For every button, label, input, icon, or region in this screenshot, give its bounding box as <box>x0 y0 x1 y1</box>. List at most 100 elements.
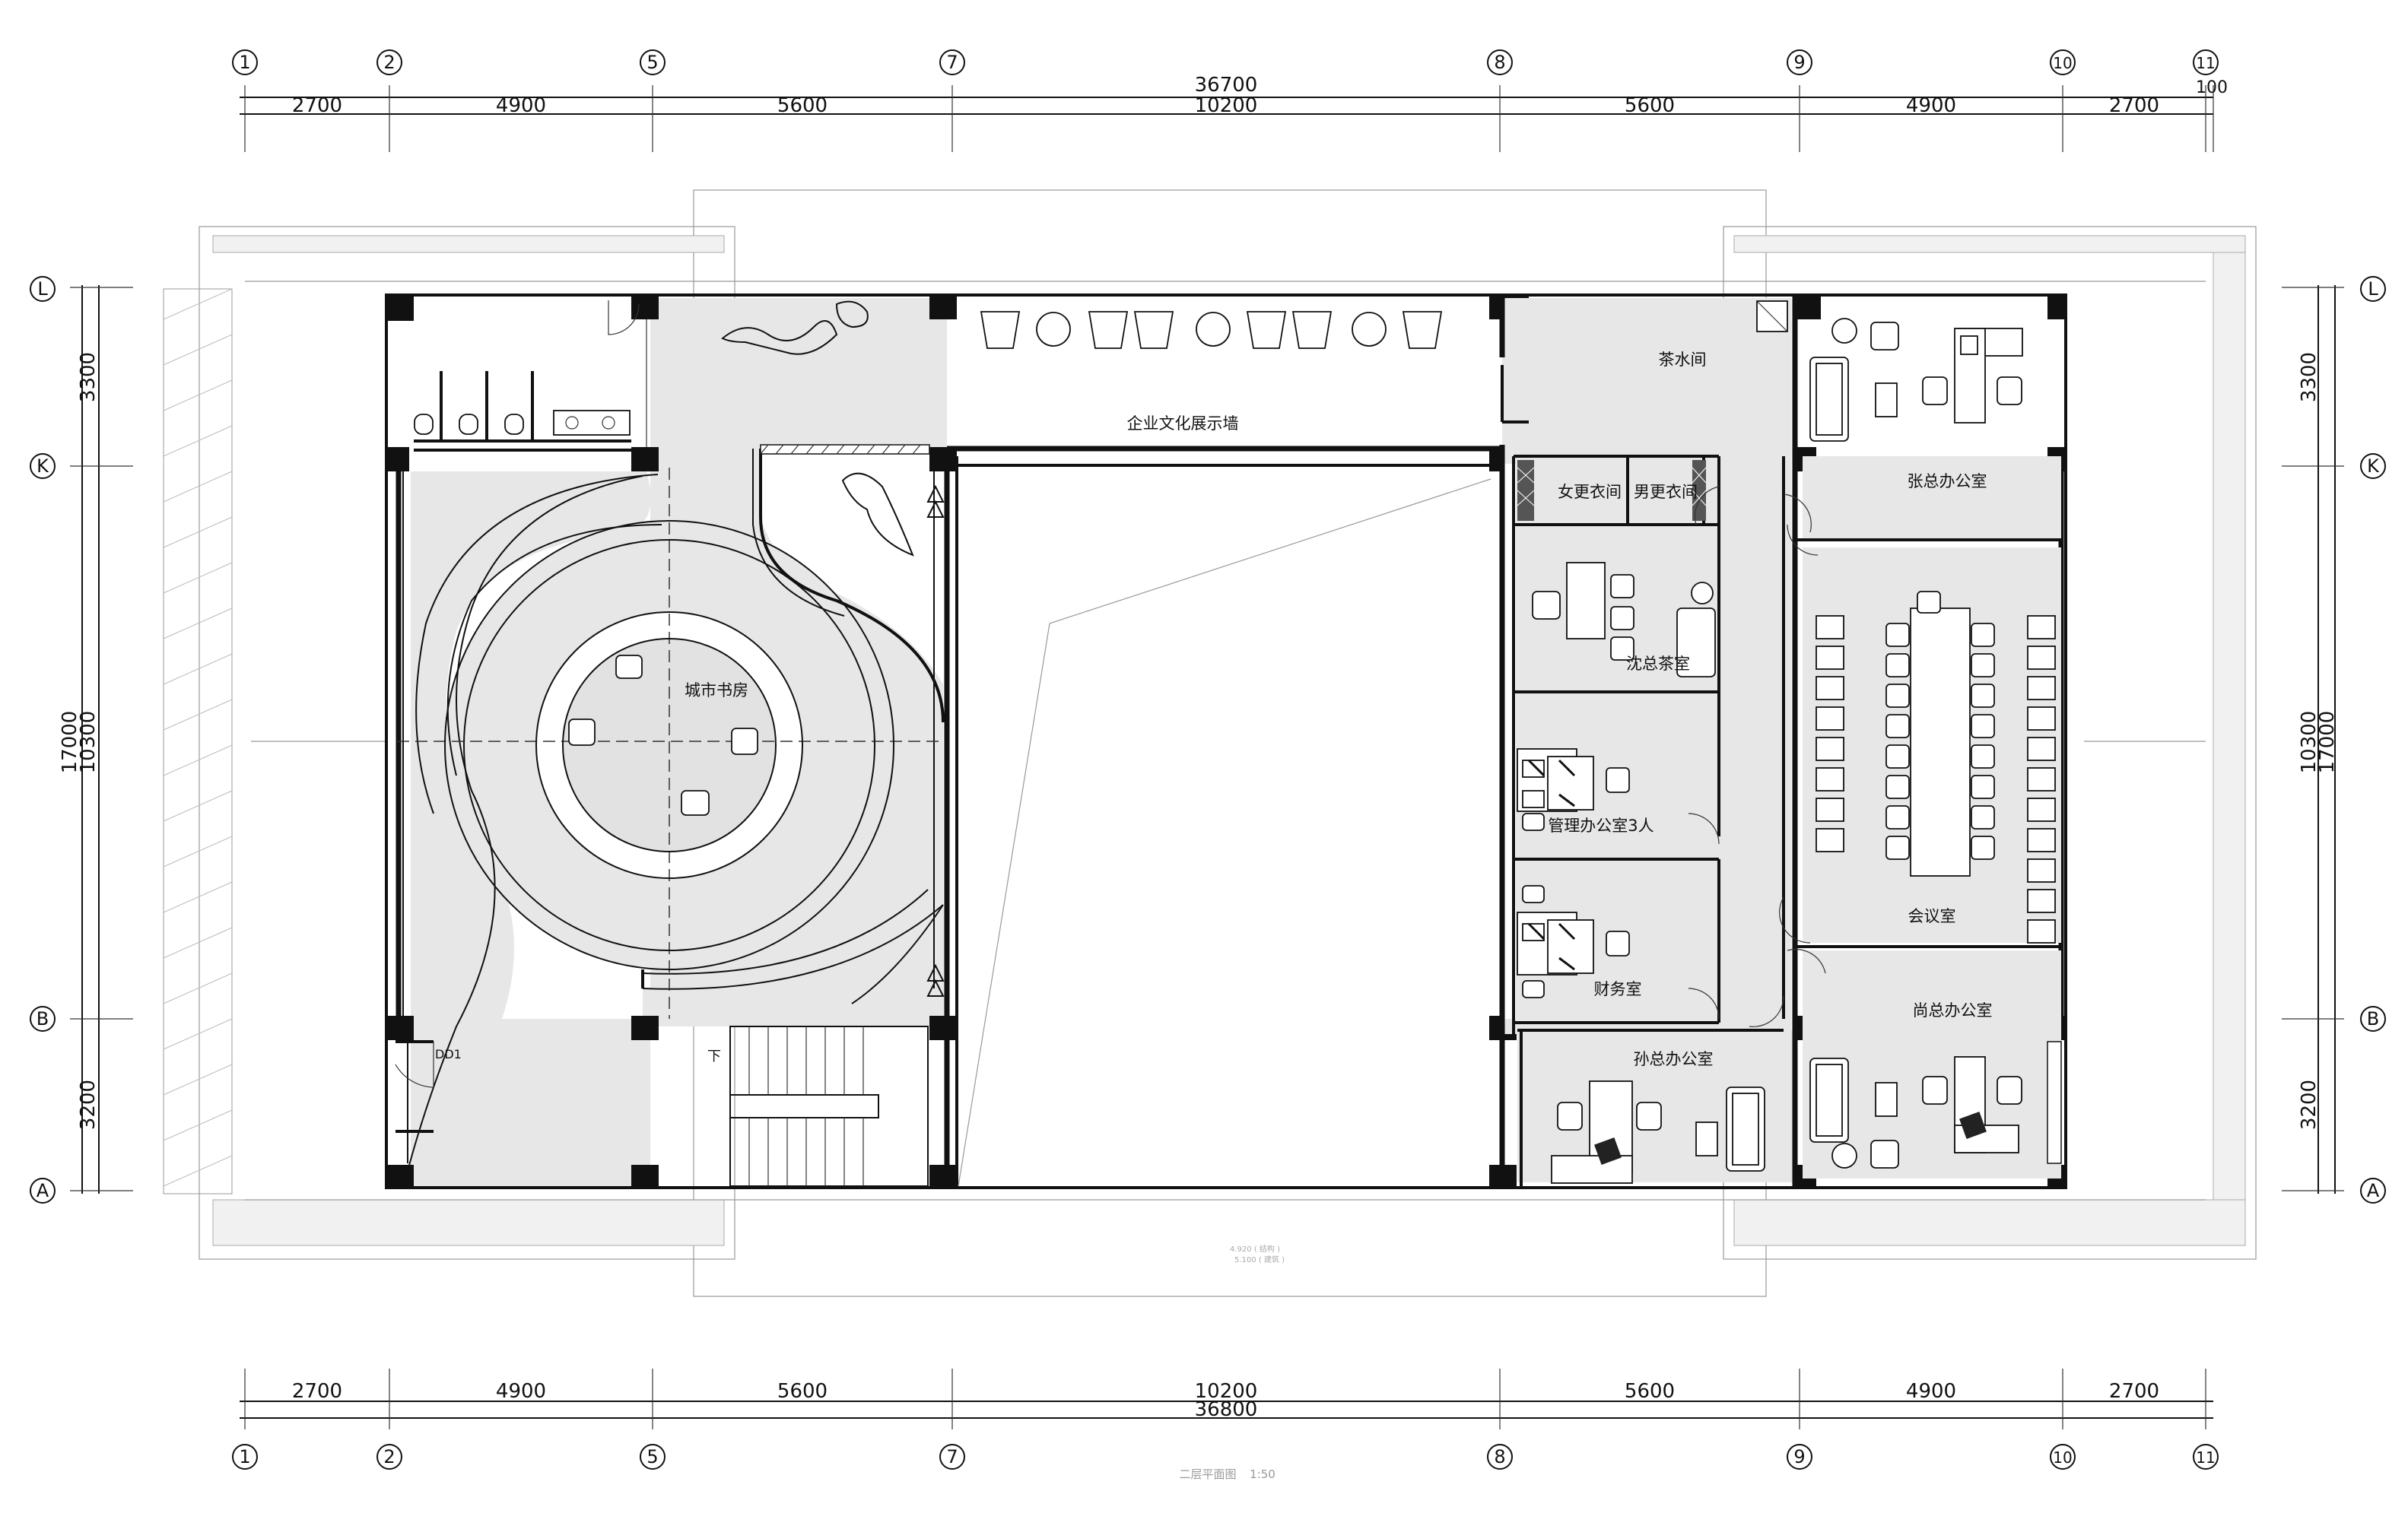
svg-text:9: 9 <box>1793 1446 1805 1467</box>
dim-bottom-seg: 10200 <box>1195 1380 1258 1403</box>
axis-bubble: 8 <box>1487 49 1513 75</box>
dimension-right: 3300 10300 17000 3200 <box>2282 285 2344 1194</box>
room-labels: 企业文化展示墙 茶水间 张总办公室 女更衣间 男更衣间 沈总茶室 城市书房 管理… <box>685 351 1993 1068</box>
axis-bubble: 8 <box>1487 1444 1513 1470</box>
dim-left-seg: 3200 <box>77 1080 100 1130</box>
dim-left-seg: 3300 <box>77 352 100 402</box>
svg-text:L: L <box>37 278 48 300</box>
axis-bubble: L <box>30 276 56 302</box>
door-tag-label: DD1 <box>435 1047 462 1061</box>
finance-desks <box>1517 885 1630 998</box>
axis-bubble: 5 <box>640 49 666 75</box>
dim-left-middle: 10300 <box>77 711 100 774</box>
axis-bubble: 7 <box>939 1444 965 1470</box>
door-dd1: DD1 <box>395 1040 462 1133</box>
zhang-office-label: 张总办公室 <box>1908 472 1987 490</box>
axis-bubble: 9 <box>1787 1444 1812 1470</box>
axis-bubble: 2 <box>376 49 402 75</box>
svg-text:B: B <box>2367 1008 2379 1029</box>
axis-bubble: 1 <box>232 1444 258 1470</box>
dim-bottom-seg: 2700 <box>292 1380 342 1403</box>
meeting-chairs <box>1816 615 2056 944</box>
axis-bubbles-bottom: 1 2 5 7 8 9 10 11 <box>232 1444 2219 1470</box>
city-library-walls <box>397 444 945 1172</box>
restroom <box>414 300 647 452</box>
svg-text:8: 8 <box>1494 1446 1505 1467</box>
axis-bubble: 5 <box>640 1444 666 1470</box>
dim-right-total: 17000 <box>2316 711 2339 774</box>
axis-bubble: K <box>2360 453 2386 479</box>
svg-text:5: 5 <box>646 52 658 73</box>
shang-office-label: 尚总办公室 <box>1913 1001 1993 1020</box>
axis-bubbles-right: L K B A <box>2360 276 2386 1204</box>
management-desks <box>1517 748 1630 831</box>
axis-bubble: K <box>30 453 56 479</box>
svg-text:7: 7 <box>946 1446 958 1467</box>
drawing-notes: 4.920 ( 结构 ) 5.100 ( 建筑 ) 二层平面图 1:50 <box>1179 1244 1285 1481</box>
svg-text:10: 10 <box>2053 1448 2072 1467</box>
axis-bubble: 10 <box>2050 1444 2076 1470</box>
dim-top-seg: 5600 <box>1625 94 1675 117</box>
dim-right-middle: 10300 <box>2298 711 2321 774</box>
dim-top-seg: 5600 <box>777 94 828 117</box>
void-lines <box>958 478 1491 1187</box>
dim-bottom-seg: 4900 <box>1906 1380 1956 1403</box>
men-locker-label: 男更衣间 <box>1634 483 1698 501</box>
axis-bubble: 1 <box>232 49 258 75</box>
svg-text:10: 10 <box>2053 54 2072 72</box>
axis-bubble: 9 <box>1787 49 1812 75</box>
dim-top-seg: 2700 <box>292 94 342 117</box>
axis-bubble: 7 <box>939 49 965 75</box>
dim-bottom-total: 36800 <box>1195 1398 1258 1421</box>
dim-bottom-seg: 5600 <box>777 1380 828 1403</box>
dim-bottom-seg: 4900 <box>496 1380 546 1403</box>
axis-bubble: B <box>30 1006 56 1032</box>
drawing-scale: 1:50 <box>1250 1467 1275 1481</box>
city-library-label: 城市书房 <box>685 681 748 700</box>
culture-corridor-furniture <box>721 300 1443 355</box>
svg-text:1: 1 <box>239 1446 250 1467</box>
dim-left-total: 17000 <box>59 711 81 774</box>
svg-text:2: 2 <box>383 1446 395 1467</box>
finance-room-label: 财务室 <box>1594 980 1642 998</box>
svg-text:8: 8 <box>1494 52 1505 73</box>
axis-bubbles-left: L K B A <box>30 276 56 1204</box>
dim-top-extra: 100 <box>2196 78 2228 97</box>
tea-room-label: 茶水间 <box>1659 351 1707 369</box>
women-locker-label: 女更衣间 <box>1558 483 1622 501</box>
dimension-top: 36700 100 10200 2700 4900 5600 5600 4900… <box>240 74 2228 152</box>
dim-right-seg: 3200 <box>2298 1080 2321 1130</box>
elevation-note: 5.100 ( 建筑 ) <box>1234 1255 1285 1264</box>
dim-top-seg: 4900 <box>496 94 546 117</box>
dim-top-seg: 4900 <box>1906 94 1956 117</box>
axis-bubble: 10 <box>2050 49 2076 75</box>
svg-text:1: 1 <box>239 52 250 73</box>
staircase: 下 <box>707 1026 929 1187</box>
svg-text:A: A <box>2367 1180 2380 1201</box>
management-office-label: 管理办公室3人 <box>1548 817 1654 835</box>
shen-tea-room-label: 沈总茶室 <box>1626 655 1690 673</box>
dim-bottom-seg: 2700 <box>2109 1380 2159 1403</box>
svg-text:11: 11 <box>2196 1448 2215 1467</box>
svg-text:L: L <box>2368 278 2378 300</box>
dimension-left: 3300 17000 10300 3200 <box>59 285 133 1194</box>
dim-top-total: 36700 <box>1195 74 1258 97</box>
axis-bubble: B <box>2360 1006 2386 1032</box>
axis-bubble: 2 <box>376 1444 402 1470</box>
culture-wall-label: 企业文化展示墙 <box>1127 414 1239 433</box>
sun-office-label: 孙总办公室 <box>1634 1050 1714 1068</box>
svg-text:B: B <box>37 1008 49 1029</box>
left-block <box>411 298 947 1186</box>
dim-bottom-seg: 5600 <box>1625 1380 1675 1403</box>
drawing-title: 二层平面图 <box>1179 1467 1236 1481</box>
axis-bubble: A <box>30 1178 56 1204</box>
dim-top-center: 10200 <box>1195 94 1258 117</box>
svg-text:K: K <box>37 455 49 477</box>
svg-text:5: 5 <box>646 1446 658 1467</box>
svg-text:11: 11 <box>2196 54 2215 72</box>
svg-text:9: 9 <box>1793 52 1805 73</box>
stair-down-label: 下 <box>707 1049 721 1064</box>
dim-right-seg: 3300 <box>2298 352 2321 402</box>
axis-bubbles-top: 1 2 5 7 8 9 10 11 <box>232 49 2219 75</box>
